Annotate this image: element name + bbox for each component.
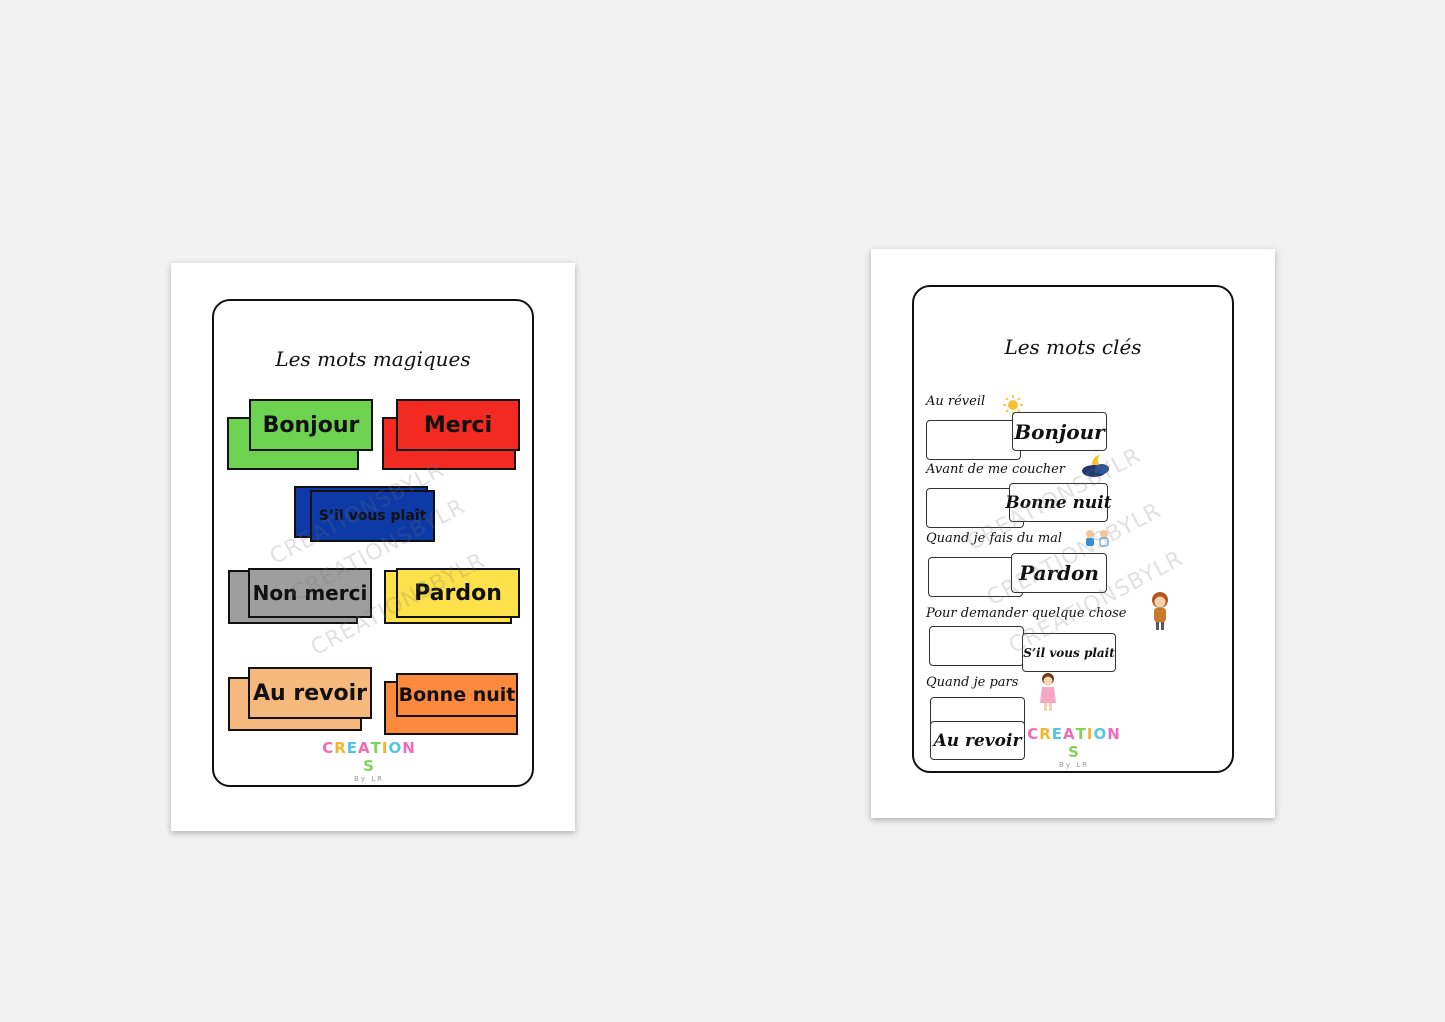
logo: CREATION S By LR [1026,725,1122,769]
card-front: S’il vous plaît [310,490,435,542]
moon-cloud-icon [1082,455,1110,477]
girl-waving-icon [1040,673,1056,711]
answer-box[interactable] [929,626,1024,666]
row-label: Avant de me coucher [926,462,1066,477]
card-front: Merci [396,399,520,451]
logo-letter: E [346,739,359,757]
card-front: Bonjour [249,399,373,451]
girl-icon [1152,592,1168,630]
logo-word: CREATION S [1027,725,1121,761]
answer-card: Bonne nuit [1005,483,1112,522]
logo-letter: R [1039,725,1052,743]
logo-letter: E [1051,725,1064,743]
logo-by: By LR [354,775,384,783]
card-bonjour: Bonjour [227,399,373,471]
logo-letter: O [388,739,403,757]
left-frame: Les mots magiques [212,299,534,787]
logo-letter: A [1063,725,1076,743]
answer-box[interactable] [928,557,1023,597]
answer-box[interactable] [926,420,1021,460]
logo-letter: T [370,739,382,757]
row-label: Quand je pars [926,675,1019,690]
card-front: Non merci [248,568,372,618]
logo-letter: S [1068,743,1080,761]
card-bonne-nuit: Bonne nuit [384,671,520,737]
answer-card: S’il vous plait [1022,633,1116,672]
logo-letter: C [1027,725,1040,743]
left-title: Les mots magiques [275,347,471,371]
answer-card: Pardon [1011,553,1107,593]
card-merci: Merci [382,399,520,471]
answer-card: Bonjour [1012,412,1107,451]
card-front: Bonne nuit [396,673,518,717]
logo-letter: I [1086,725,1094,743]
left-sheet: Les mots magiques Bonjour Merci S’il vou… [171,263,575,831]
answer-box[interactable] [926,488,1024,528]
row-label: Au réveil [926,394,986,409]
card-au-revoir: Au revoir [228,667,374,733]
right-title: Les mots clés [1004,335,1142,359]
card-front: Pardon [396,568,520,618]
logo-word: CREATION S [322,739,416,775]
sun-icon [1003,395,1023,415]
row-label: Pour demander quelque chose [926,606,1127,621]
logo-letter: R [334,739,347,757]
card-sil-vous-plait: S’il vous plaît [294,486,436,544]
card-pardon: Pardon [384,568,520,626]
logo-letter: C [322,739,335,757]
row-label: Quand je fais du mal [926,531,1063,546]
logo-letter: O [1093,725,1108,743]
logo-by: By LR [1059,761,1089,769]
card-front: Au revoir [248,667,372,719]
card-non-merci: Non merci [228,568,374,626]
right-frame: Les mots clés [912,285,1234,773]
logo-letter: T [1075,725,1087,743]
logo-letter: I [381,739,389,757]
logo-letter: N [1107,725,1121,743]
logo-letter: N [402,739,416,757]
logo-letter: A [358,739,371,757]
right-sheet: Les mots clés Au réveil Bonjour Avant de… [871,249,1275,818]
logo-letter: S [363,757,375,775]
answer-card: Au revoir [930,721,1025,760]
logo: CREATION S By LR [321,739,417,783]
children-icon [1086,530,1109,547]
